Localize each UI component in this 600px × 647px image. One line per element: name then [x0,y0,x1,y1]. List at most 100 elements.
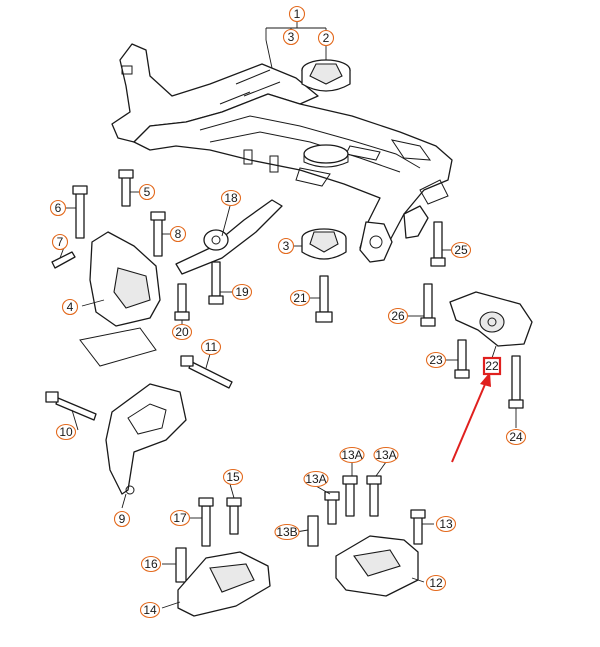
callout-11[interactable]: 11 [200,338,222,356]
callout-label: 10 [59,425,73,439]
callout-ring [282,28,300,46]
callout-21[interactable]: 21 [289,289,311,307]
callout-ring [435,515,457,533]
callout-ring [171,323,193,341]
callout-label: 22 [485,359,499,373]
callout-15[interactable]: 15 [222,468,244,486]
callout-ring [387,307,409,325]
callout-label: 3 [283,239,290,253]
callout-22[interactable]: 22 [482,356,502,376]
callout-ring [139,601,161,619]
callout-ring [113,510,131,528]
callout-label: 12 [429,576,443,590]
callout-label: 16 [144,557,158,571]
callout-label: 9 [119,512,126,526]
callout-7[interactable]: 7 [51,233,69,251]
callout-label: 8 [175,227,182,241]
callout-4[interactable]: 4 [61,298,79,316]
callout-label: 7 [57,235,64,249]
callout-label: 15 [226,470,240,484]
callout-13[interactable]: 13 [435,515,457,533]
highlight-arrow [451,372,491,463]
callout-label: 13B [276,525,297,539]
callout-10[interactable]: 10 [55,423,77,441]
callout-ring [138,183,156,201]
callout-ring [288,5,306,23]
callout-1[interactable]: 1 [288,5,306,23]
callout-ring [274,523,300,541]
callout-ring [51,233,69,251]
subframe [111,43,453,263]
callout-label: 20 [175,325,189,339]
callout-label: 14 [143,603,157,617]
callout-label: 17 [173,511,187,525]
callout-label: 23 [429,353,443,367]
pendulum-mount-part-22 [449,291,533,347]
callout-ring [140,555,162,573]
callout-13a-1[interactable]: 13A [303,470,329,488]
mount-part-12 [335,535,419,597]
callout-13b[interactable]: 13B [274,523,300,541]
callout-25[interactable]: 25 [450,241,472,259]
callout-ring [49,199,67,217]
callout-ring [289,289,311,307]
callout-label: 13A [341,448,362,462]
callout-9[interactable]: 9 [113,510,131,528]
mount-part-3 [301,228,347,260]
callout-3-top[interactable]: 3 [282,28,300,46]
callout-label: 13A [305,472,326,486]
callout-label: 2 [323,31,330,45]
callout-label: 18 [224,191,238,205]
callout-13a-2[interactable]: 13A [339,446,365,464]
callout-16[interactable]: 16 [140,555,162,573]
callout-2[interactable]: 2 [317,29,335,47]
callout-label: 19 [235,285,249,299]
callout-17[interactable]: 17 [169,509,191,527]
callout-ring [200,338,222,356]
callout-13a-3[interactable]: 13A [373,446,399,464]
callout-ring [55,423,77,441]
callout-label: 21 [293,291,307,305]
callout-3[interactable]: 3 [277,237,295,255]
callout-8[interactable]: 8 [169,225,187,243]
callout-ring [373,446,399,464]
callout-ring [169,225,187,243]
callout-label: 1 [294,7,301,21]
callout-ring [277,237,295,255]
callout-ring [450,241,472,259]
callout-ring [425,574,447,592]
callout-6[interactable]: 6 [49,199,67,217]
callout-label: 26 [391,309,405,323]
callout-label: 3 [288,30,295,44]
callout-label: 24 [509,430,523,444]
bolts [45,169,524,583]
bracket-part-9 [105,383,187,495]
mount-part-2 [301,59,351,168]
callout-ring [220,189,242,207]
callout-ring [61,298,79,316]
callout-ring [231,283,253,301]
callout-ring [482,356,502,376]
callout-14[interactable]: 14 [139,601,161,619]
callout-label: 6 [55,201,62,215]
callout-label: 11 [205,340,218,354]
callout-ring [222,468,244,486]
callout-label: 5 [144,185,151,199]
callout-26[interactable]: 26 [387,307,409,325]
callout-12[interactable]: 12 [425,574,447,592]
callout-5[interactable]: 5 [138,183,156,201]
callout-label: 4 [67,300,74,314]
callout-ring [317,29,335,47]
callout-18[interactable]: 18 [220,189,242,207]
callout-23[interactable]: 23 [425,351,447,369]
callout-label: 25 [454,243,468,257]
engine-mount-part-4 [79,231,161,367]
callout-20[interactable]: 20 [171,323,193,341]
callout-label: 13A [375,448,396,462]
mount-part-14 [177,551,271,617]
callout-24[interactable]: 24 [505,428,527,446]
callout-19[interactable]: 19 [231,283,253,301]
callout-label: 13 [439,517,453,531]
